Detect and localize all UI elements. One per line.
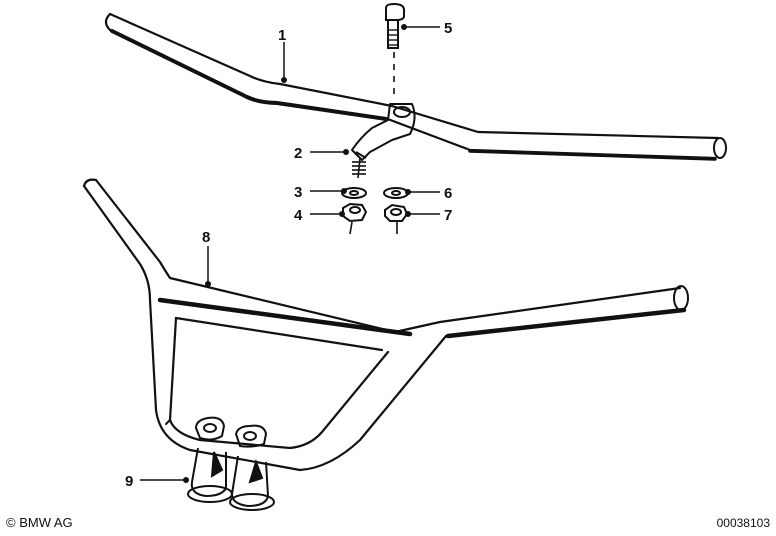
callout-number: 1 xyxy=(278,27,286,44)
callout-9: 9 xyxy=(125,473,189,490)
callout-number: 7 xyxy=(444,207,452,224)
callout-5: 5 xyxy=(401,20,452,37)
document-number: 00038103 xyxy=(716,516,770,530)
upper-handlebar xyxy=(104,12,727,161)
callout-7: 7 xyxy=(405,207,452,224)
riser-mounts xyxy=(187,416,275,511)
clamp-bolt xyxy=(385,2,405,100)
braced-handlebar xyxy=(82,178,689,472)
clamp-bracket xyxy=(351,103,416,179)
callout-2: 2 xyxy=(294,145,349,162)
nut-right xyxy=(384,203,409,234)
washer-left xyxy=(341,187,367,199)
callout-6: 6 xyxy=(405,185,452,202)
callout-number: 2 xyxy=(294,145,302,162)
callout-3: 3 xyxy=(294,184,347,201)
copyright-notice: © BMW AG xyxy=(6,515,73,530)
nut-left xyxy=(342,202,368,235)
threaded-stud xyxy=(352,157,366,179)
callout-number: 6 xyxy=(444,185,452,202)
callout-number: 8 xyxy=(202,229,210,246)
callout-1: 1 xyxy=(278,27,287,83)
callout-number: 9 xyxy=(125,473,133,490)
callout-8: 8 xyxy=(202,229,211,287)
washer-right xyxy=(383,187,409,199)
callout-number: 3 xyxy=(294,184,302,201)
callout-4: 4 xyxy=(294,207,345,224)
callout-number: 4 xyxy=(294,207,303,224)
callout-number: 5 xyxy=(444,20,452,37)
